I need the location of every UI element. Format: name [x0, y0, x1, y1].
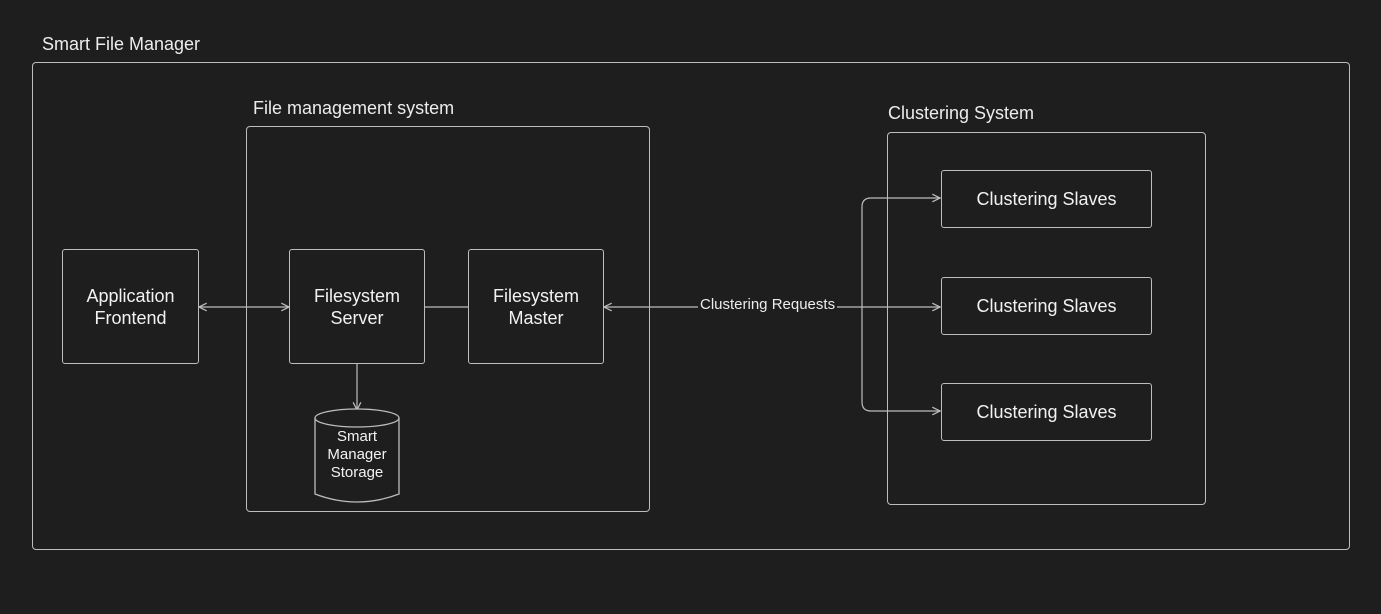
application-frontend-label-line2: Frontend [94, 307, 167, 328]
filesystem-server-node[interactable]: Filesystem Server [289, 249, 425, 364]
clustering-slaves-label-1: Clustering Slaves [976, 189, 1117, 209]
filesystem-master-label-line1: Filesystem [492, 285, 579, 306]
filesystem-server-label-line2: Server [330, 307, 384, 328]
clustering-slaves-node-1[interactable]: Clustering Slaves [941, 170, 1152, 228]
application-frontend-label-line1: Application [86, 285, 175, 306]
clustering-requests-label: Clustering Requests [698, 296, 838, 313]
storage-label-line1: Smart [336, 428, 377, 445]
clustering-slaves-label-3: Clustering Slaves [976, 402, 1117, 422]
storage-label[interactable]: Smart Manager Storage [314, 428, 400, 482]
clustering-system-frame [887, 132, 1206, 505]
outer-frame-title: Smart File Manager [42, 34, 201, 54]
clustering-slaves-label-2: Clustering Slaves [976, 296, 1117, 316]
file-management-system-frame [246, 126, 650, 512]
clustering-slaves-node-3[interactable]: Clustering Slaves [941, 383, 1152, 441]
application-frontend-node[interactable]: Application Frontend [62, 249, 199, 364]
edge-trunk [861, 198, 940, 208]
storage-cylinder [314, 408, 400, 503]
file-system-frame-title: File management system [253, 98, 455, 118]
edge-trunk-bottom [861, 401, 940, 411]
storage-label-line2: Manager [327, 446, 387, 463]
clustering-system-frame-title: Clustering System [888, 103, 1035, 123]
filesystem-server-label-line1: Filesystem [313, 285, 400, 306]
storage-label-line3: Storage [330, 464, 384, 481]
filesystem-master-node[interactable]: Filesystem Master [468, 249, 604, 364]
filesystem-master-label-line2: Master [508, 307, 564, 328]
smart-file-manager-frame [32, 62, 1350, 550]
clustering-slaves-node-2[interactable]: Clustering Slaves [941, 277, 1152, 335]
